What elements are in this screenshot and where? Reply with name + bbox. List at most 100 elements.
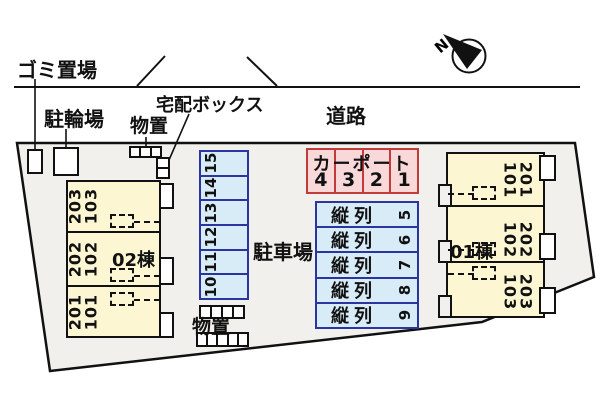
room-number-b02-3: 201 101 [66,293,101,331]
tandem-stall-number: 7 [396,259,414,271]
carport-stall-number: 2 [369,169,383,191]
stair-marker [472,186,496,200]
lower-storage-unit-b [196,332,249,347]
balcony [539,155,556,181]
room-number-lower: 102 [82,240,101,278]
parking-stall: 10 [201,275,247,298]
storage-cell [221,307,232,317]
room-number-lower: 101 [82,293,101,331]
tandem-row-label: 縦列 [331,256,377,277]
parking-stall: 13 [201,201,247,227]
stair-marker [472,266,496,280]
stair-marker [110,214,134,228]
road-break-mark-right [246,56,278,87]
delivery-cell [158,167,168,177]
parking-lot-label: 駐車場 [253,240,313,264]
parking-stall-number: 10 [202,276,220,298]
balcony [159,312,174,338]
parking-stall-number: 11 [202,251,220,273]
carport: 4 3 2 1 [306,148,419,194]
upper-storage-unit [129,146,162,158]
stair-marker-line [134,275,160,277]
balcony [159,183,174,209]
storage-cell [149,148,160,156]
carport-stall-number: 3 [342,169,356,191]
building-01-room-divider [446,261,545,263]
lower-storage-unit-a [199,305,245,319]
building-02-label: 02棟 [112,250,156,271]
storage-cell [139,148,149,156]
parking-stall-column: 15 14 13 12 11 10 [199,150,249,300]
building-01-label: 01棟 [450,242,494,263]
parking-stall-number: 15 [202,152,220,174]
garbage-area-box [27,149,43,174]
parking-stall-number: 14 [202,177,220,199]
storage-cell [226,334,237,345]
building-02-room-divider [66,285,161,287]
bicycle-parking-box [53,147,79,176]
delivery-leader-line [168,113,190,161]
carport-stall-number: 4 [314,169,328,191]
balcony [539,233,556,260]
tandem-stall: 縦列 9 [317,303,417,328]
carport-stall: 3 [333,150,362,192]
lower-storage-label: 物置 [192,316,231,338]
tandem-row-label: 縦列 [331,281,377,303]
tandem-parking-stack: 縦列 5 縦列 6 縦列 7 縦列 8 縦列 9 [315,201,419,329]
tandem-stall-number: 5 [396,209,414,220]
balcony [539,287,556,314]
stair-marker-line [448,273,474,275]
carport-label: カーポート [312,154,413,175]
room-number-upper: 202 [516,221,536,259]
building-01 [446,152,545,318]
balcony [159,257,174,285]
stair-marker-line [448,193,474,195]
carport-stall-number: 1 [397,169,411,191]
upper-storage-label: 物置 [130,115,169,137]
parking-stall: 12 [201,226,247,251]
stair-marker-line [448,249,474,251]
bicycle-parking-label: 駐輪場 [44,107,104,131]
building-01-room-divider [446,205,545,207]
parking-stall: 14 [201,177,247,202]
storage-cell [232,307,243,317]
parking-stall: 15 [201,152,247,177]
parking-stall-number: 12 [202,226,220,248]
storage-cell [236,334,247,345]
parking-stall-number: 13 [202,202,220,224]
stair-marker-line [134,299,160,301]
entrance-notch [438,295,452,318]
stair-marker-line [134,221,160,223]
storage-cell [206,334,216,345]
room-number-b01-1: 201 101 [500,161,536,199]
storage-cell [210,307,221,317]
storage-cell [131,148,139,156]
carport-stall: 2 [361,150,390,192]
room-number-lower: 103 [82,187,101,225]
entrance-notch [438,240,452,263]
stair-marker [110,292,134,306]
carport-stall: 1 [389,150,417,192]
stair-marker [472,242,496,256]
room-number-b01-2: 202 102 [500,221,536,259]
room-number-b02-1: 203 103 [66,187,101,225]
tandem-stall: 縦列 7 [317,253,417,279]
garbage-area-label: ゴミ置場 [17,58,97,82]
storage-cell [216,334,226,345]
tandem-row-label: 縦列 [331,306,377,328]
tandem-stall: 縦列 8 [317,278,417,304]
parking-stall: 11 [201,251,247,276]
road-break-mark-left [136,55,166,87]
carport-stall: 4 [308,150,334,192]
tandem-row-label: 縦列 [331,230,377,252]
stair-marker [110,268,134,282]
tandem-stall-number: 9 [396,310,414,321]
entrance-notch [438,184,452,207]
room-number-upper: 203 [516,273,536,311]
building-02-room-divider [66,231,161,233]
tandem-row-label: 縦列 [331,205,377,227]
room-number-b02-2: 202 102 [66,240,101,278]
room-number-upper: 201 [516,161,536,199]
tandem-stall-number: 8 [396,284,414,296]
